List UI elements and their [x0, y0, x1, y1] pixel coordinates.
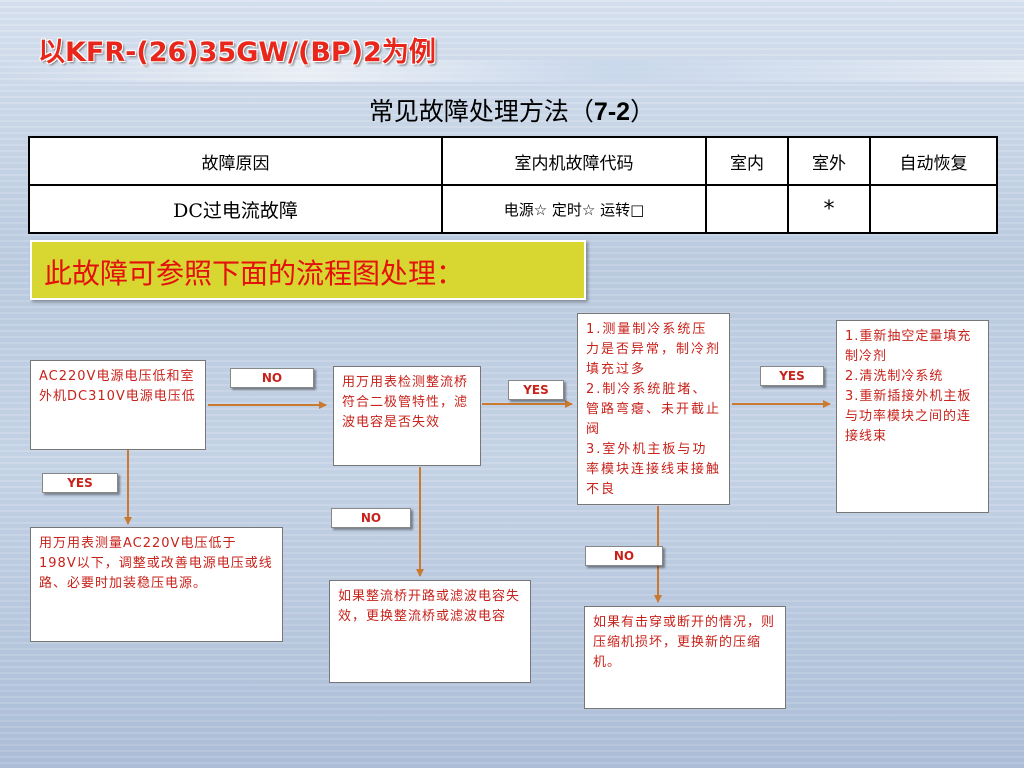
box-check-bridge: 用万用表检测整流桥符合二极管特性，滤波电容是否失效: [333, 366, 481, 466]
box-voltage-low: AC220V电源电压低和室外机DC310V电源电压低: [30, 360, 206, 450]
header-outdoor: 室外: [787, 136, 871, 186]
tag-yes: YES: [42, 473, 118, 493]
header-auto-recover: 自动恢复: [869, 136, 998, 186]
box-replace-compressor: 如果有击穿或断开的情况，则压缩机损坏，更换新的压缩机。: [584, 606, 786, 709]
subtitle-number: 7-2: [593, 98, 631, 126]
header-indoor: 室内: [705, 136, 789, 186]
box-replace-bridge: 如果整流桥开路或滤波电容失效，更换整流桥或滤波电容: [329, 580, 531, 683]
header-code: 室内机故障代码: [441, 136, 707, 186]
fault-table: 故障原因 室内机故障代码 室内 室外 自动恢复 DC过电流故障 电源☆ 定时☆ …: [28, 136, 998, 234]
tag-no: NO: [331, 508, 411, 528]
tag-yes: YES: [508, 380, 564, 400]
tag-no: NO: [585, 546, 663, 566]
box-check-refrigerant: 1.测量制冷系统压力是否异常，制冷剂填充过多 2.制冷系统脏堵、管路弯瘪、未开截…: [577, 313, 730, 505]
subtitle-suffix: ）: [630, 97, 656, 126]
tag-no: NO: [230, 368, 314, 388]
table-header-row: 故障原因 室内机故障代码 室内 室外 自动恢复: [28, 136, 998, 186]
cell-cause: DC过电流故障: [28, 184, 443, 234]
cell-outdoor: *: [787, 184, 871, 234]
box-measure-voltage: 用万用表测量AC220V电压低于198V以下，调整或改善电源电压或线路、必要时加…: [30, 527, 283, 642]
cell-indoor: [705, 184, 789, 234]
header-cause: 故障原因: [28, 136, 443, 186]
cell-auto-recover: [869, 184, 998, 234]
slide-subtitle: 常见故障处理方法（7-2）: [0, 92, 1024, 128]
table-row: DC过电流故障 电源☆ 定时☆ 运转□ *: [28, 184, 998, 234]
tag-yes: YES: [760, 366, 824, 386]
box-fix-refrigerant: 1.重新抽空定量填充制冷剂 2.清洗制冷系统 3.重新插接外机主板与功率模块之间…: [836, 320, 989, 513]
decorative-band: [0, 60, 1024, 82]
subtitle-prefix: 常见故障处理方法（: [368, 97, 594, 126]
page-title: 以KFR-(26)35GW/(BP)2为例: [38, 37, 436, 68]
cell-code: 电源☆ 定时☆ 运转□: [441, 184, 707, 234]
callout-banner: 此故障可参照下面的流程图处理：: [30, 240, 586, 300]
callout-text: 此故障可参照下面的流程图处理：: [44, 257, 465, 290]
